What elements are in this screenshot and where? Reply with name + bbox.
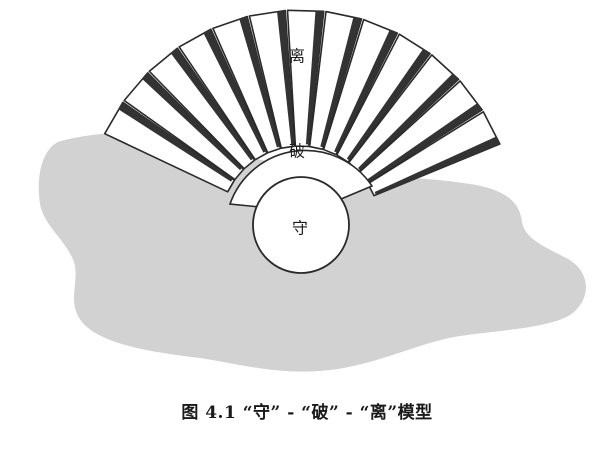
fan-blade bbox=[178, 28, 268, 161]
fan-blades bbox=[103, 9, 501, 197]
fan-blade-edge bbox=[276, 10, 295, 145]
figure-caption: 图 4.1 “守” - “破” - “离”模型 bbox=[181, 403, 433, 423]
fan-blade bbox=[212, 15, 282, 154]
label-shu: 守 bbox=[292, 219, 308, 238]
label-ri: 离 bbox=[289, 47, 305, 66]
fan-blade-edge bbox=[118, 102, 233, 182]
fan-blade-edge bbox=[374, 136, 500, 195]
fan-blade-edge bbox=[203, 29, 267, 153]
fan-blade-edge bbox=[334, 29, 398, 153]
fan-blade-edge bbox=[320, 16, 362, 148]
fan-blade-edge bbox=[141, 72, 243, 171]
inner-core bbox=[252, 176, 350, 274]
fan-blade bbox=[103, 101, 236, 193]
fan-blade-edge bbox=[358, 73, 459, 171]
fan-blade-edge bbox=[346, 48, 431, 161]
fan-blade-edge bbox=[239, 16, 280, 148]
fan-blade bbox=[322, 18, 399, 156]
label-ha: 破 bbox=[289, 142, 305, 161]
fan-blade-edge bbox=[367, 102, 483, 182]
fan-blade bbox=[123, 72, 245, 181]
fan-blade-edge bbox=[170, 48, 254, 161]
fan-blade-edge bbox=[305, 10, 324, 145]
fan-blade bbox=[148, 47, 256, 170]
